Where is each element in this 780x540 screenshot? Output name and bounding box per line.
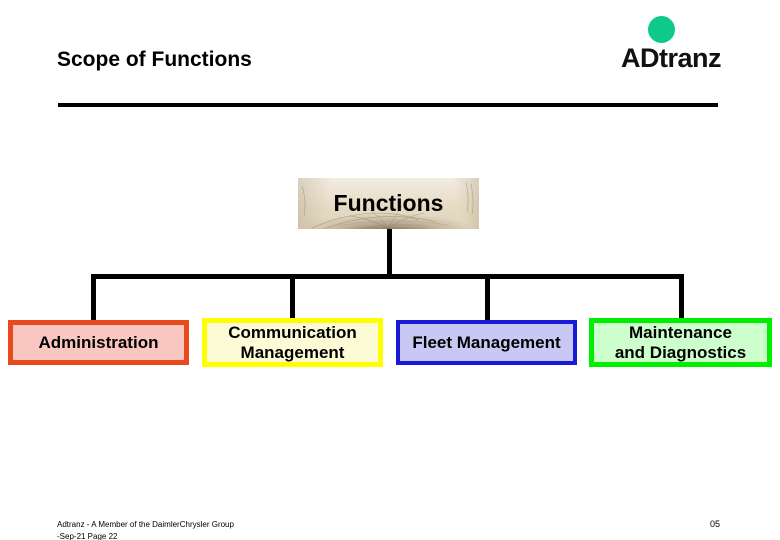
node-maintenance-and-diagnostics-label: Maintenance and Diagnostics	[614, 323, 747, 362]
node-functions-label: Functions	[333, 189, 444, 216]
footer-line-1: Adtranz - A Member of the DaimlerChrysle…	[57, 520, 234, 529]
connector-drop-maintenance	[679, 274, 684, 321]
connector-horizontal-bar	[91, 274, 684, 279]
header-divider	[58, 103, 718, 107]
connector-root-stem	[387, 228, 392, 278]
adtranz-logo: ADtranz	[606, 16, 736, 78]
page-title: Scope of Functions	[57, 48, 252, 71]
footer-page-number: 05	[710, 519, 721, 529]
node-fleet-management[interactable]: Fleet Management	[396, 320, 577, 365]
footer-text: Adtranz - A Member of the DaimlerChrysle…	[57, 519, 234, 540]
node-functions[interactable]: Functions	[298, 178, 479, 229]
node-communication-management-label: Communication Management	[228, 323, 357, 362]
logo-wordmark: ADtranz	[620, 43, 722, 73]
node-fleet-management-label: Fleet Management	[412, 332, 561, 352]
circle-icon	[648, 16, 675, 43]
footer-line-2: -Sep-21 Page 22	[57, 531, 118, 540]
node-communication-management[interactable]: Communication Management	[202, 318, 383, 367]
connector-drop-communication	[290, 274, 295, 321]
connector-drop-fleet	[485, 274, 490, 321]
node-maintenance-and-diagnostics[interactable]: Maintenance and Diagnostics	[589, 318, 772, 367]
node-administration-label: Administration	[38, 332, 159, 352]
node-administration[interactable]: Administration	[8, 320, 189, 365]
connector-drop-administration	[91, 274, 96, 321]
